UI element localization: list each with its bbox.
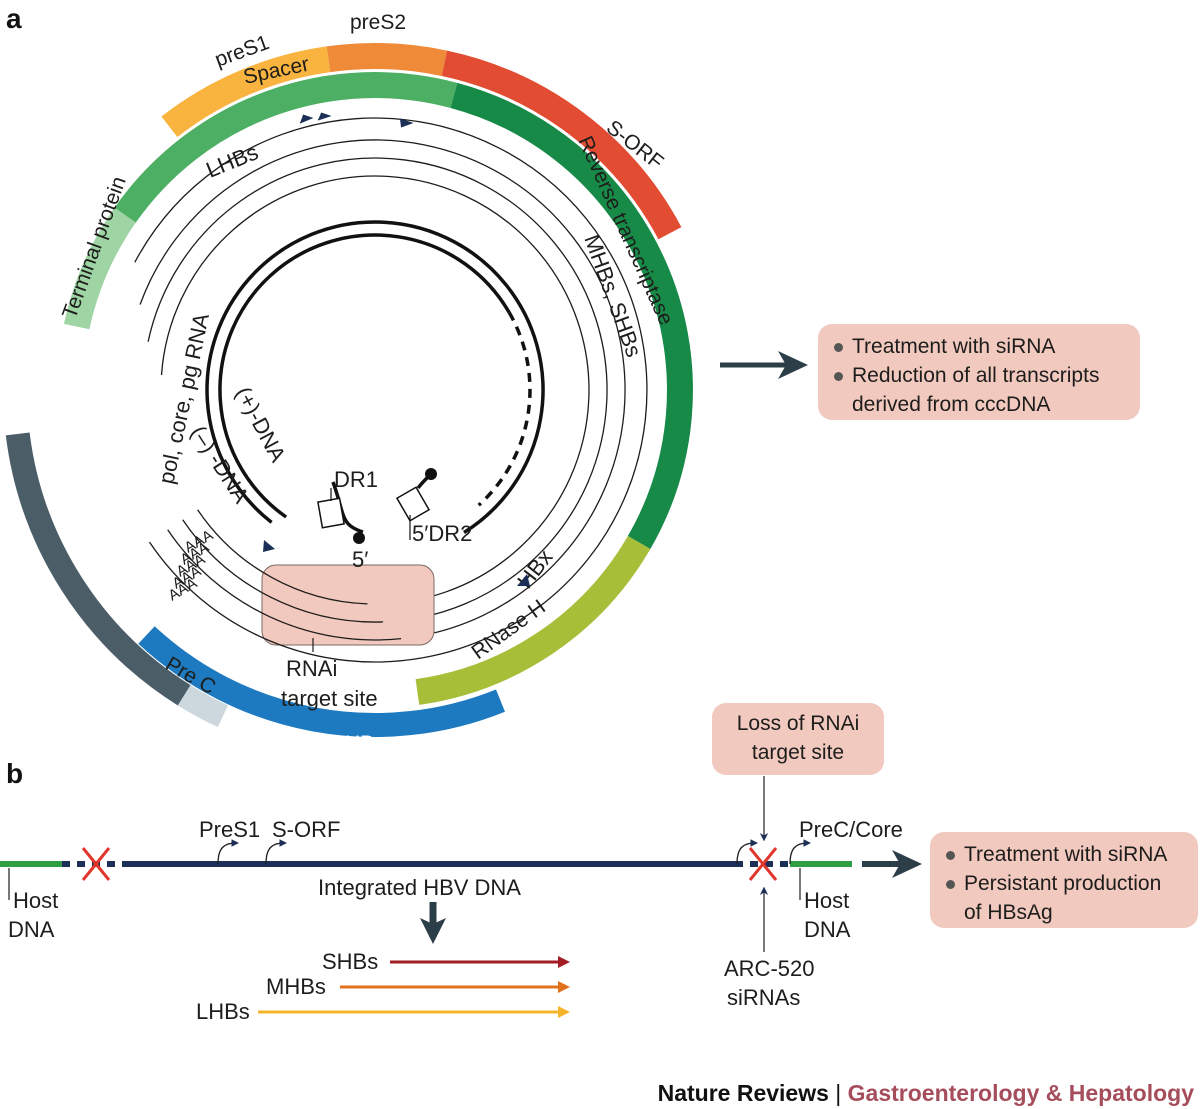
prec-arc xyxy=(177,685,229,728)
journal-footer: Nature Reviews | Gastroenterology & Hepa… xyxy=(658,1080,1194,1107)
break-x-right xyxy=(748,847,778,881)
panel-label-a: a xyxy=(6,3,22,34)
transcript-tail xyxy=(182,519,384,623)
dna-label-left: DNA xyxy=(8,917,55,942)
target-site-label: target site xyxy=(281,686,378,711)
box-b-item-1: Treatment with siRNA xyxy=(944,840,1184,869)
hbx-ring-label: HBx xyxy=(345,732,385,755)
rt-arc xyxy=(450,82,693,549)
loss-rnai-box: Loss of RNAi target site xyxy=(712,703,884,775)
loss-line-2: target site xyxy=(751,741,845,764)
plus-dna-label: (+)-DNA xyxy=(231,383,291,467)
dr1-box xyxy=(317,497,345,529)
dr2-box xyxy=(395,486,431,522)
journal-subject: Gastroenterology & Hepatology xyxy=(847,1080,1194,1106)
dr2-dot xyxy=(425,468,437,480)
panel-label-b: b xyxy=(6,758,23,789)
box-a-item-1: Treatment with siRNA xyxy=(832,332,1126,361)
break-x-left xyxy=(81,847,111,881)
five-prime-label: 5′ xyxy=(352,547,368,572)
prec-promoter-arrow-2 xyxy=(789,839,812,865)
transcript-tail xyxy=(197,509,368,605)
host-label-right: Host xyxy=(804,888,849,913)
arrowhead-4 xyxy=(263,540,275,552)
arrowhead-1 xyxy=(299,114,314,124)
sorf-arc xyxy=(441,50,682,240)
pres1-arc xyxy=(161,46,331,138)
loss-line-1: Loss of RNAi xyxy=(736,712,860,735)
dna-label-right: DNA xyxy=(804,917,851,942)
hbx-arc xyxy=(138,626,505,737)
sirnas-label: siRNAs xyxy=(727,985,800,1010)
prec-promoter-arrow-1 xyxy=(736,839,759,865)
spacer-arc xyxy=(114,72,458,223)
transcript-arc xyxy=(134,117,648,659)
box-a-item-2: Reduction of all transcripts derived fro… xyxy=(832,361,1126,419)
transcript-arc xyxy=(139,139,626,640)
pres2-ring-label: preS2 xyxy=(350,11,406,34)
transcript-tail xyxy=(167,529,402,641)
five-prime-dot xyxy=(353,532,365,544)
transcript-circles xyxy=(134,117,648,659)
down-arrow xyxy=(420,918,446,944)
treatment-box-a: Treatment with siRNA Reduction of all tr… xyxy=(818,324,1140,420)
core-arc xyxy=(5,432,191,706)
sorf-promoter-arrow xyxy=(265,839,288,865)
prec-core-label: PreC/Core xyxy=(799,817,903,842)
arrow-to-box-b xyxy=(892,850,922,878)
arrowhead-2 xyxy=(317,112,332,121)
minus-dna-label: (–) -DNA xyxy=(186,421,254,508)
shbs-label: SHBs xyxy=(322,949,378,974)
arrow-to-box-a xyxy=(778,351,808,379)
pres2-arc xyxy=(326,43,448,77)
transcript-arc xyxy=(160,175,590,605)
treatment-box-b: Treatment with siRNA Persistant producti… xyxy=(930,832,1198,928)
rnaseh-arc xyxy=(415,535,651,705)
footer-separator: | xyxy=(828,1080,848,1106)
box-b-item-2: Persistant production of HBsAg xyxy=(944,869,1184,927)
arrowhead-5 xyxy=(517,574,530,586)
arrowhead-3 xyxy=(399,118,414,128)
rnai-label: RNAi xyxy=(286,656,337,681)
transcript-tail xyxy=(148,541,423,663)
journal-name: Nature Reviews xyxy=(657,1080,829,1106)
transcript-arc xyxy=(147,157,608,623)
pres1-label-b: PreS1 xyxy=(199,817,260,842)
lhbs-label-b: LHBs xyxy=(196,999,250,1024)
arc520-label: ARC-520 xyxy=(724,956,814,981)
pres1-promoter-arrow xyxy=(217,839,240,865)
transcript-circles-overlay xyxy=(148,509,423,663)
dr2-label: 5′DR2 xyxy=(412,521,472,546)
integrated-hbv-label: Integrated HBV DNA xyxy=(318,875,521,900)
outer-ring xyxy=(5,43,693,737)
rnai-target-region xyxy=(261,564,435,646)
host-label-left: Host xyxy=(13,888,58,913)
mhbs-label: MHBs xyxy=(266,974,326,999)
cccdna xyxy=(205,220,545,544)
terminal-arc xyxy=(63,207,136,330)
sorf-label-b: S-ORF xyxy=(272,817,340,842)
dr1-label: DR1 xyxy=(334,467,378,492)
